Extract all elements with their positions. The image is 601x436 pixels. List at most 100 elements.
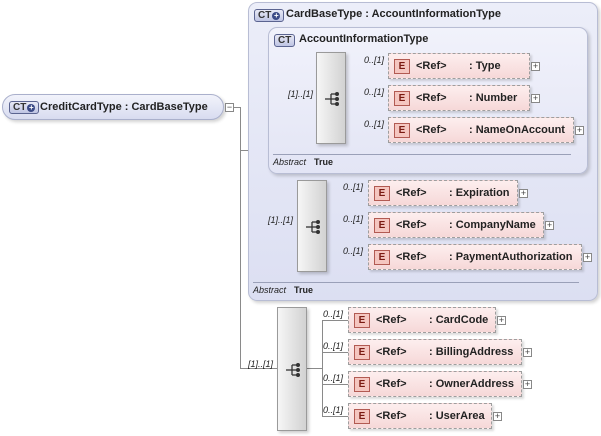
element-badge: E <box>354 409 370 424</box>
root-type-title: CreditCardType : CardBaseType <box>40 101 208 113</box>
element-occurrence: 0..[1] <box>323 373 344 383</box>
connector-line <box>322 416 348 417</box>
card-base-type-title: CardBaseType : AccountInformationType <box>286 8 501 20</box>
ct-plus-icon: + <box>272 10 281 20</box>
expand-toggle[interactable]: + <box>545 220 554 230</box>
element-name: : BillingAddress <box>429 346 514 358</box>
element-type[interactable]: E <Ref> : Type <box>388 53 530 79</box>
element-ref: <Ref> <box>376 346 407 358</box>
element-company-name[interactable]: E <Ref> : CompanyName <box>368 212 544 238</box>
ct-plus-icon: + <box>27 102 36 112</box>
sequence-compositor-icon <box>306 220 320 234</box>
element-name: : PaymentAuthorization <box>449 251 573 263</box>
element-occurrence: 0..[1] <box>364 55 385 65</box>
ct-badge-label: CT <box>13 102 27 113</box>
complex-type-badge: CT + <box>9 101 40 114</box>
abstract-label: Abstract <box>273 157 307 167</box>
element-owner-address[interactable]: E <Ref> : OwnerAddress <box>348 371 522 397</box>
element-expiration[interactable]: E <Ref> : Expiration <box>368 180 518 206</box>
connector-line <box>322 320 323 416</box>
element-badge: E <box>354 377 370 392</box>
ct-badge-label: CT <box>278 35 292 46</box>
element-name: : CompanyName <box>449 219 536 231</box>
element-occurrence: 0..[1] <box>323 341 344 351</box>
element-occurrence: 0..[1] <box>323 309 344 319</box>
element-occurrence: 0..[1] <box>343 214 364 224</box>
expand-toggle[interactable]: + <box>531 93 540 103</box>
element-badge: E <box>354 345 370 360</box>
collapse-toggle[interactable]: − <box>225 102 234 112</box>
connector-line <box>322 352 348 353</box>
element-badge: E <box>394 123 410 138</box>
expand-toggle[interactable]: + <box>583 252 592 262</box>
element-name: : Expiration <box>449 187 510 199</box>
sequence-compositor-icon <box>286 363 300 377</box>
expand-toggle[interactable]: + <box>519 188 528 198</box>
sequence-compositor[interactable] <box>277 307 307 431</box>
sequence-occurrence: [1]..[1] <box>268 215 294 225</box>
sequence-occurrence: [1]..[1] <box>288 89 314 99</box>
element-ref: <Ref> <box>376 410 407 422</box>
expand-toggle[interactable]: + <box>493 411 502 421</box>
abstract-label: Abstract <box>253 285 287 295</box>
expand-toggle[interactable]: + <box>575 125 584 135</box>
element-ref: <Ref> <box>396 187 427 199</box>
element-ref: <Ref> <box>376 314 407 326</box>
sequence-compositor-icon <box>325 92 339 106</box>
element-badge: E <box>394 91 410 106</box>
element-name: : UserArea <box>429 410 485 422</box>
connector-line <box>234 107 240 108</box>
complex-type-badge: CT <box>274 34 296 47</box>
element-occurrence: 0..[1] <box>323 405 344 415</box>
element-badge: E <box>394 59 410 74</box>
element-occurrence: 0..[1] <box>364 87 385 97</box>
element-billing-address[interactable]: E <Ref> : BillingAddress <box>348 339 522 365</box>
element-name: : CardCode <box>429 314 489 326</box>
element-user-area[interactable]: E <Ref> : UserArea <box>348 403 492 429</box>
element-ref: <Ref> <box>416 124 447 136</box>
element-ref: <Ref> <box>416 60 447 72</box>
element-payment-authorization[interactable]: E <Ref> : PaymentAuthorization <box>368 244 582 270</box>
element-ref: <Ref> <box>396 251 427 263</box>
element-occurrence: 0..[1] <box>343 182 364 192</box>
element-badge: E <box>374 250 390 265</box>
panel-divider <box>253 282 579 283</box>
root-complex-type[interactable]: CT + CreditCardType : CardBaseType <box>2 94 224 120</box>
element-number[interactable]: E <Ref> : Number <box>388 85 530 111</box>
element-name: : NameOnAccount <box>469 124 565 136</box>
element-occurrence: 0..[1] <box>343 246 364 256</box>
connector-line <box>322 384 348 385</box>
element-ref: <Ref> <box>396 219 427 231</box>
sequence-compositor[interactable] <box>297 180 327 272</box>
element-card-code[interactable]: E <Ref> : CardCode <box>348 307 496 333</box>
panel-divider <box>273 154 571 155</box>
complex-type-badge: CT + <box>254 9 285 22</box>
element-badge: E <box>374 186 390 201</box>
element-ref: <Ref> <box>376 378 407 390</box>
element-name: : OwnerAddress <box>429 378 514 390</box>
connector-line <box>307 368 322 369</box>
abstract-value: True <box>294 285 314 295</box>
account-information-type-title: AccountInformationType <box>299 33 429 45</box>
expand-toggle[interactable]: + <box>523 379 532 389</box>
sequence-compositor[interactable] <box>316 52 346 144</box>
connector-line <box>322 320 348 321</box>
element-name: : Number <box>469 92 518 104</box>
element-badge: E <box>374 218 390 233</box>
element-badge: E <box>354 313 370 328</box>
ct-badge-label: CT <box>258 10 272 21</box>
expand-toggle[interactable]: + <box>531 61 540 71</box>
element-name-on-account[interactable]: E <Ref> : NameOnAccount <box>388 117 574 143</box>
element-ref: <Ref> <box>416 92 447 104</box>
expand-toggle[interactable]: + <box>523 347 532 357</box>
abstract-flag: Abstract True <box>273 157 333 167</box>
abstract-flag: Abstract True <box>253 285 313 295</box>
connector-line <box>240 150 248 151</box>
element-name: : Type <box>469 60 501 72</box>
connector-line <box>240 368 277 369</box>
sequence-occurrence: [1]..[1] <box>248 359 274 369</box>
expand-toggle[interactable]: + <box>497 315 506 325</box>
element-occurrence: 0..[1] <box>364 119 385 129</box>
connector-line <box>240 107 241 369</box>
abstract-value: True <box>314 157 334 167</box>
